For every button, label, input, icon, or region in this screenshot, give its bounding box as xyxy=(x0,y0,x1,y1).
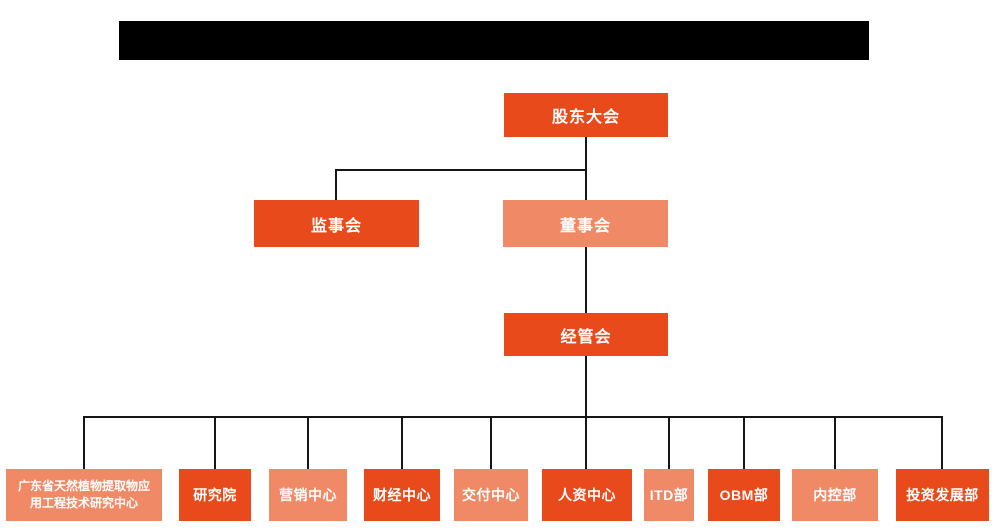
node-dept-investment-development: 投资发展部 xyxy=(896,469,989,521)
node-supervisory-board: 监事会 xyxy=(254,200,419,247)
connector-line xyxy=(585,416,587,469)
connector-line xyxy=(83,416,85,469)
title-redacted-bar xyxy=(119,21,869,60)
connector-line xyxy=(585,247,587,313)
connector-line xyxy=(585,169,587,200)
connector-line xyxy=(585,137,587,170)
connector-line xyxy=(585,356,587,417)
connector-line xyxy=(834,416,836,469)
connector-line xyxy=(490,416,492,469)
node-dept-delivery-center: 交付中心 xyxy=(454,469,528,521)
connector-line xyxy=(335,169,587,171)
node-dept-internal-control: 内控部 xyxy=(792,469,878,521)
node-management-committee: 经管会 xyxy=(504,313,668,356)
connector-line xyxy=(743,416,745,469)
connector-line xyxy=(307,416,309,469)
node-dept-research-institute: 研究院 xyxy=(179,469,251,521)
connector-line xyxy=(83,416,943,418)
connector-line xyxy=(335,169,337,200)
node-board-of-directors: 董事会 xyxy=(503,200,668,247)
connector-line xyxy=(401,416,403,469)
connector-line xyxy=(668,416,670,469)
node-dept-finance-center: 财经中心 xyxy=(364,469,440,521)
connector-line xyxy=(214,416,216,469)
node-shareholders-meeting: 股东大会 xyxy=(504,93,668,137)
node-dept-hr-center: 人资中心 xyxy=(542,469,632,521)
connector-line xyxy=(941,416,943,469)
node-dept-research-center: 广东省天然植物提取物应用工程技术研究中心 xyxy=(6,469,162,521)
node-dept-itd: ITD部 xyxy=(644,469,694,521)
node-dept-marketing-center: 营销中心 xyxy=(269,469,347,521)
node-dept-obm: OBM部 xyxy=(708,469,780,521)
